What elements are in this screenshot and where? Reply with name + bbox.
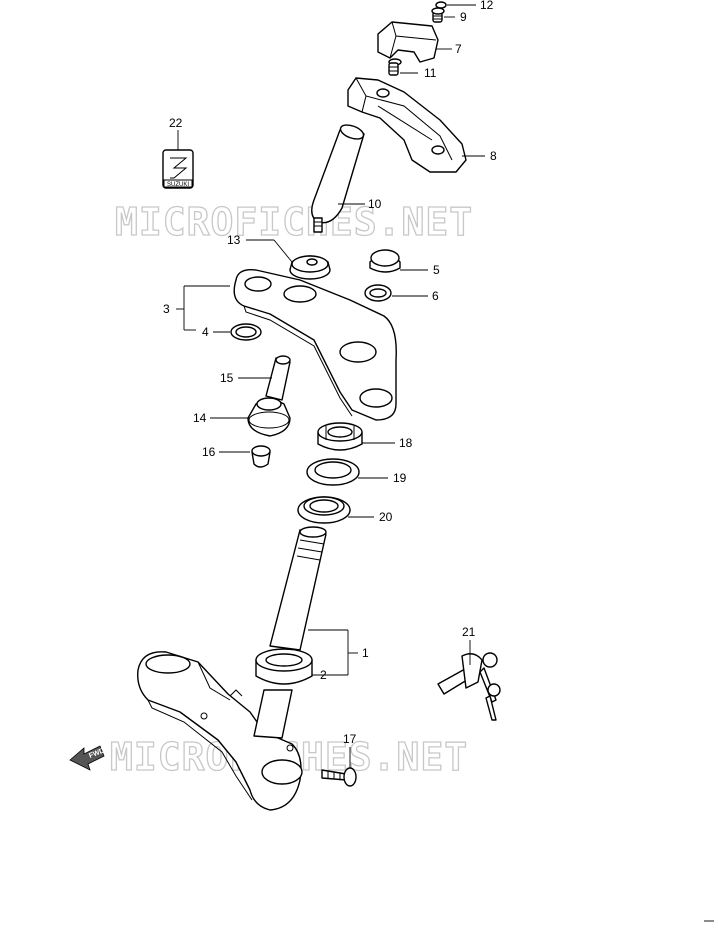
- fwd-arrow-icon: FWD: [69, 745, 106, 771]
- part-19-race: [306, 458, 360, 486]
- leader-lines: [176, 4, 485, 768]
- emblem-label: SUZUKI: [167, 182, 189, 188]
- part-9-bolt: [431, 7, 445, 23]
- callout-5: 5: [433, 263, 440, 277]
- callout-15: 15: [220, 371, 234, 385]
- callout-2: 2: [320, 668, 327, 682]
- part-3-upper-bracket: [233, 269, 397, 421]
- part-1-steering-stem: [137, 526, 327, 811]
- part-22-emblem: SUZUKI: [162, 149, 194, 189]
- part-12-bolt: [435, 1, 447, 9]
- callout-12: 12: [480, 0, 494, 12]
- watermark-upper: MICROFICHES.NET: [115, 200, 473, 244]
- callout-7: 7: [455, 42, 462, 56]
- callout-21: 21: [462, 625, 476, 639]
- part-5-cap: [369, 249, 401, 273]
- part-6-washer: [364, 284, 392, 302]
- part-10-riser: [311, 124, 365, 233]
- part-2-bearing: [255, 648, 313, 685]
- callout-1: 1: [362, 646, 369, 660]
- callout-22: 22: [169, 116, 183, 130]
- part-21-lock: [437, 652, 501, 721]
- callout-19: 19: [393, 471, 407, 485]
- part-13-cushion: [289, 255, 331, 280]
- callouts: 12 9 7 11 8 22 10 13 5 6 3 4 15 14 16 18…: [163, 0, 497, 746]
- callout-3: 3: [163, 302, 170, 316]
- callout-9: 9: [460, 10, 467, 24]
- part-20-bearing: [297, 496, 351, 524]
- part-4-washer: [230, 323, 262, 341]
- part-8-lower-holder: [347, 77, 467, 173]
- part-18-nut: [317, 422, 363, 451]
- callout-17: 17: [343, 732, 357, 746]
- callout-11: 11: [424, 66, 437, 80]
- callout-20: 20: [379, 510, 393, 524]
- callout-4: 4: [202, 325, 209, 339]
- part-15-sleeve: [265, 355, 291, 401]
- part-14-rubber: [247, 397, 291, 437]
- callout-8: 8: [490, 149, 497, 163]
- callout-10: 10: [368, 197, 382, 211]
- callout-16: 16: [202, 445, 216, 459]
- part-16-cap: [251, 445, 271, 468]
- part-7-upper-clamp: [377, 21, 439, 63]
- callout-18: 18: [399, 436, 413, 450]
- callout-6: 6: [432, 289, 439, 303]
- callout-14: 14: [193, 411, 207, 425]
- part-11-bolt: [388, 58, 402, 76]
- callout-13: 13: [227, 233, 241, 247]
